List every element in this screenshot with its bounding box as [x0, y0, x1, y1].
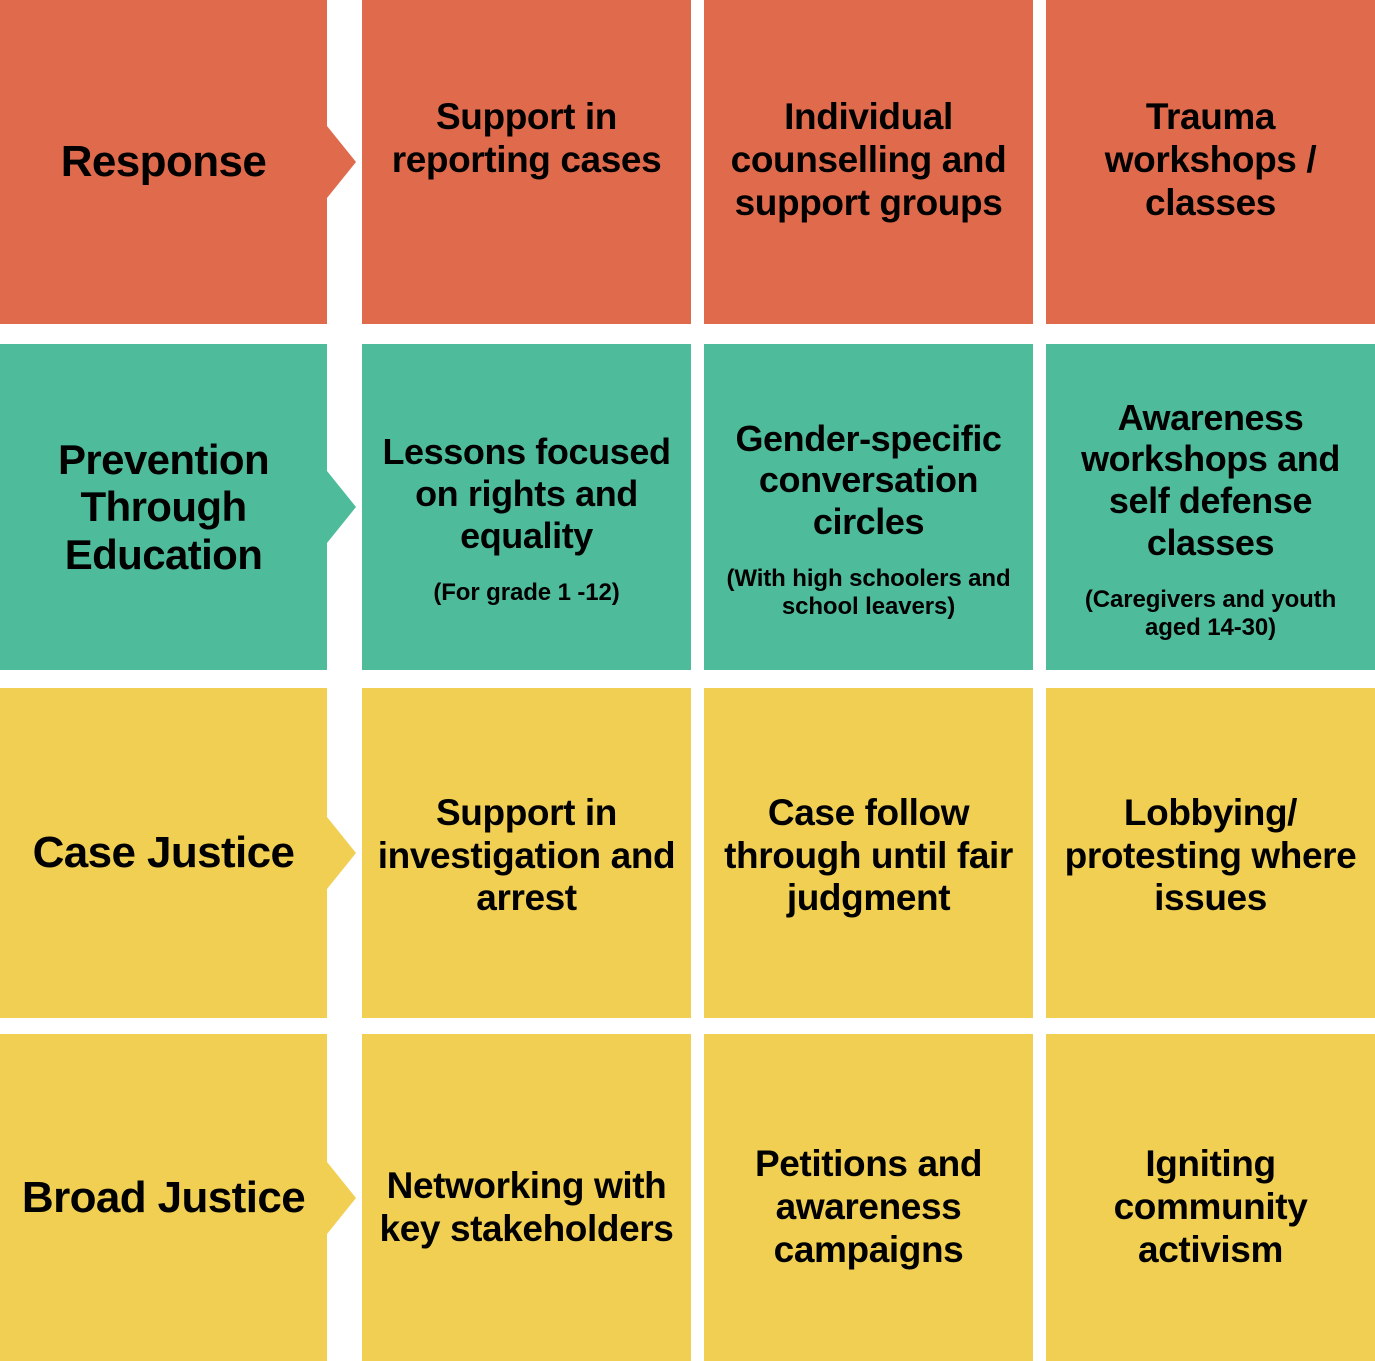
column-gap	[327, 344, 362, 670]
row-label-cell-response[interactable]: Response	[0, 0, 356, 324]
column-gap	[691, 0, 704, 324]
column-gap	[327, 688, 362, 1018]
cell-broad-justice-1[interactable]: Networking with key stakeholders	[362, 1034, 691, 1361]
cell-case-justice-3-title: Lobbying/ protesting where issues	[1064, 791, 1357, 919]
cell-prevention-3-note: (Caregivers and youth aged 14-30)	[1084, 585, 1337, 641]
cell-case-justice-2[interactable]: Case follow through until fair judgment	[704, 688, 1033, 1018]
cell-case-justice-2-title: Case follow through until fair judgment	[724, 791, 1013, 919]
row-label-prevention: Prevention Through Education	[57, 436, 270, 578]
cell-prevention-1[interactable]: Lessons focused on rights and equality (…	[362, 344, 691, 670]
cell-response-1[interactable]: Support in reporting cases	[362, 0, 691, 324]
matrix-row-broad-justice: Broad Justice Networking with key stakeh…	[0, 1034, 1375, 1361]
column-gap	[327, 1034, 362, 1361]
column-gap	[1033, 344, 1046, 670]
column-gap	[691, 344, 704, 670]
cell-prevention-1-note: (For grade 1 -12)	[433, 578, 620, 606]
matrix-row-prevention: Prevention Through Education Lessons foc…	[0, 344, 1375, 670]
cell-prevention-3[interactable]: Awareness workshops and self defense cla…	[1046, 344, 1375, 670]
cell-response-3[interactable]: Trauma workshops / classes	[1046, 0, 1375, 324]
cell-prevention-1-title: Lessons focused on rights and equality	[382, 431, 671, 556]
row-label-cell-case-justice[interactable]: Case Justice	[0, 688, 356, 1018]
cell-prevention-2[interactable]: Gender-specific conversation circles (Wi…	[704, 344, 1033, 670]
cell-case-justice-3[interactable]: Lobbying/ protesting where issues	[1046, 688, 1375, 1018]
cell-broad-justice-1-title: Networking with key stakeholders	[379, 1164, 674, 1249]
column-gap	[327, 0, 362, 324]
cell-response-2[interactable]: Individual counselling and support group…	[704, 0, 1033, 324]
cell-broad-justice-2-title: Petitions and awareness campaigns	[754, 1143, 983, 1270]
cell-response-2-title: Individual counselling and support group…	[730, 96, 1007, 223]
cell-prevention-2-title: Gender-specific conversation circles	[735, 417, 1002, 543]
cell-response-3-title: Trauma workshops / classes	[1104, 96, 1317, 223]
row-label-cell-broad-justice[interactable]: Broad Justice	[0, 1034, 356, 1361]
column-gap	[1033, 1034, 1046, 1361]
cell-prevention-3-title: Awareness workshops and self defense cla…	[1081, 396, 1340, 563]
matrix-row-case-justice: Case Justice Support in investigation an…	[0, 688, 1375, 1018]
cell-case-justice-1[interactable]: Support in investigation and arrest	[362, 688, 691, 1018]
matrix-row-response: Response Support in reporting cases Indi…	[0, 0, 1375, 324]
row-label-cell-prevention[interactable]: Prevention Through Education	[0, 344, 356, 670]
cell-broad-justice-3-title: Igniting community activism	[1113, 1143, 1308, 1270]
cell-prevention-2-note: (With high schoolers and school leavers)	[726, 564, 1011, 620]
cell-response-1-title: Support in reporting cases	[391, 96, 662, 180]
column-gap	[1033, 688, 1046, 1018]
column-gap	[691, 1034, 704, 1361]
column-gap	[1033, 0, 1046, 324]
row-label-case-justice: Case Justice	[32, 828, 295, 878]
cell-broad-justice-2[interactable]: Petitions and awareness campaigns	[704, 1034, 1033, 1361]
cell-broad-justice-3[interactable]: Igniting community activism	[1046, 1034, 1375, 1361]
row-label-broad-justice: Broad Justice	[21, 1172, 306, 1222]
column-gap	[691, 688, 704, 1018]
cell-case-justice-1-title: Support in investigation and arrest	[377, 791, 676, 919]
row-label-response: Response	[60, 137, 267, 187]
